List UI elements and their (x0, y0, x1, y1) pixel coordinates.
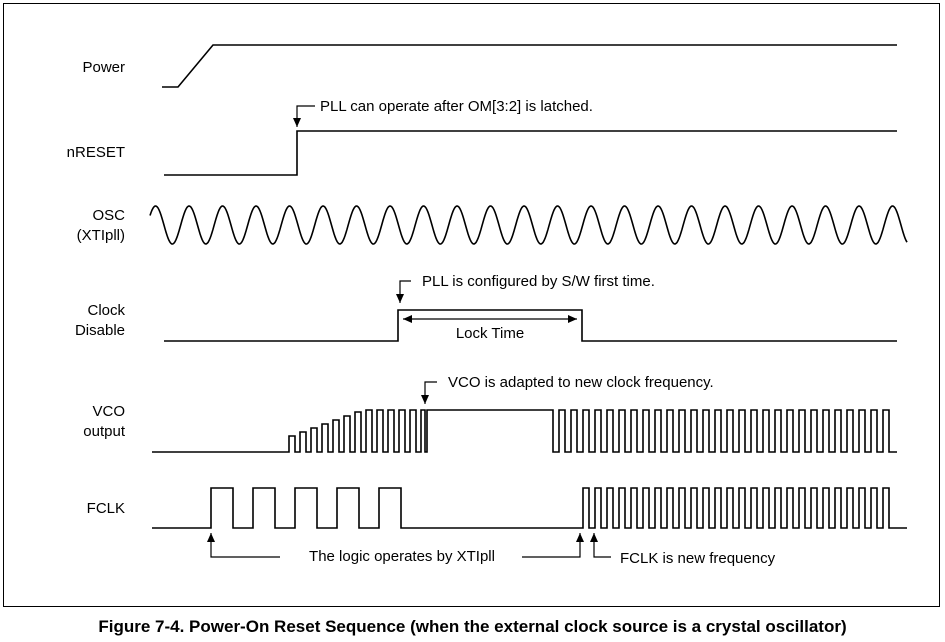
fclk-new-annotation: FCLK is new frequency (590, 533, 776, 567)
logic-xtipll-annotation: The logic operates by XTIpll (207, 533, 584, 565)
power-waveform (162, 44, 897, 88)
fclk-new-text: FCLK is new frequency (620, 550, 776, 567)
vco-adapted-text: VCO is adapted to new clock frequency. (448, 374, 714, 391)
fclk-waveform (152, 487, 907, 529)
vco-adapted-annotation: VCO is adapted to new clock frequency. (421, 374, 714, 404)
pll-configured-text: PLL is configured by S/W first time. (422, 273, 655, 290)
osc-waveform (149, 205, 908, 245)
lock-time-text: Lock Time (456, 325, 524, 342)
label-fclk: FCLK (87, 500, 125, 517)
label-vco: VCO (92, 403, 125, 420)
diagram-frame (3, 3, 940, 607)
lock-time-annotation: Lock Time (403, 315, 577, 342)
pll-operate-annotation: PLL can operate after OM[3:2] is latched… (293, 98, 593, 127)
vco-output-waveform (152, 409, 897, 453)
logic-xtipll-text: The logic operates by XTIpll (309, 548, 495, 565)
clock-disable-waveform (164, 309, 897, 342)
pll-configured-annotation: PLL is configured by S/W first time. (396, 273, 655, 303)
pll-operate-text: PLL can operate after OM[3:2] is latched… (320, 98, 593, 115)
nreset-waveform (164, 130, 897, 176)
label-clock: Clock (87, 302, 125, 319)
label-clock-disable: Disable (75, 322, 125, 339)
label-osc: OSC (92, 207, 125, 224)
label-nreset: nRESET (67, 144, 125, 161)
label-power: Power (82, 59, 125, 76)
timing-diagram: Power nRESET OSC (XTIpll) Clock Disable … (67, 44, 908, 567)
label-vco-output: output (83, 423, 126, 440)
figure-caption: Figure 7-4. Power-On Reset Sequence (whe… (98, 617, 847, 636)
label-osc-xtipll: (XTIpll) (77, 227, 125, 244)
